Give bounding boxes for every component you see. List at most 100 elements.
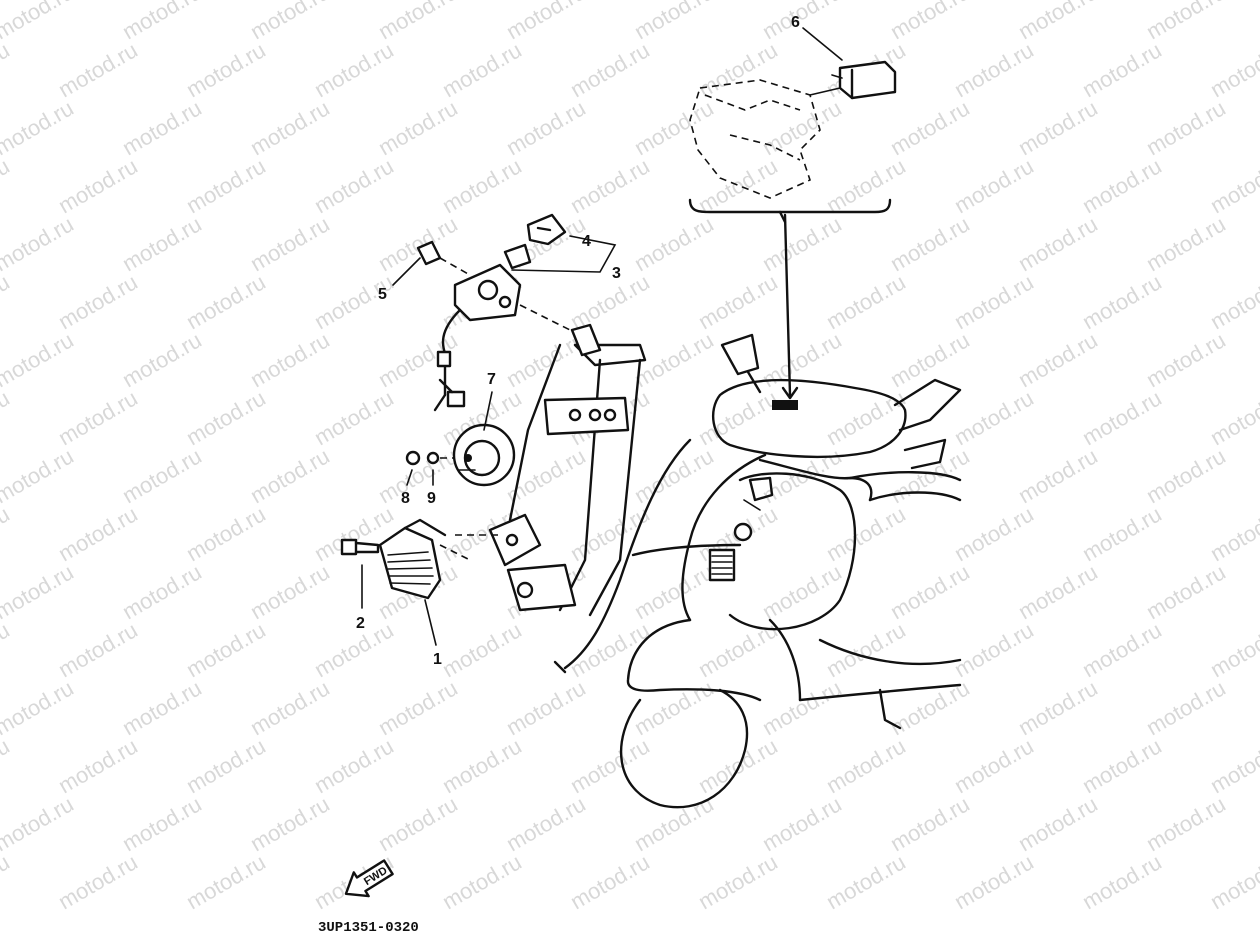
watermark-text: motod.ru [1078,849,1166,914]
watermark-text: motod.ru [118,791,206,856]
watermark-text: motod.ru [886,95,974,160]
watermark-text: motod.ru [182,849,270,914]
watermark-text: motod.ru [182,385,270,450]
watermark-text: motod.ru [694,733,782,798]
watermark-text: motod.ru [886,0,974,44]
watermark-text: motod.ru [566,617,654,682]
leader-1 [424,599,437,646]
watermark-text: motod.ru [758,95,846,160]
watermark-text: motod.ru [1078,501,1166,566]
watermark-text: motod.ru [630,443,718,508]
watermark-text: motod.ru [1014,791,1102,856]
watermark-text: motod.ru [1014,0,1102,44]
watermark-text: motod.ru [502,95,590,160]
watermark-text: motod.ru [566,269,654,334]
watermark-text: motod.ru [310,617,398,682]
leader-5 [392,257,421,286]
watermark-text: motod.ru [950,501,1038,566]
watermark-text: motod.ru [54,501,142,566]
watermark-text: motod.ru [438,849,526,914]
watermark-text: motod.ru [1014,443,1102,508]
watermark-text: motod.ru [54,617,142,682]
watermark-text: motod.ru [0,95,78,160]
watermark-text: motod.ru [1078,37,1166,102]
watermark-text: motod.ru [246,443,334,508]
leader-7 [483,391,493,431]
relay-unit-6 [831,60,897,100]
steering-column [439,323,647,617]
watermark-text: motod.ru [118,95,206,160]
horn-washer-9 [426,451,440,486]
watermark-text: motod.ru [758,327,846,392]
watermark-text: motod.ru [246,0,334,44]
main-switch-3 [433,243,571,412]
watermark-text: motod.ru [54,733,142,798]
watermark-text: motod.ru [758,211,846,276]
watermark-text: motod.ru [950,617,1038,682]
watermark-text: motod.ru [54,849,142,914]
watermark-text: motod.ru [1014,95,1102,160]
callout-6: 6 [791,14,800,31]
watermark-text: motod.ru [1142,211,1230,276]
zoom-bracket [563,438,692,670]
watermark-text: motod.ru [630,675,718,740]
watermark-text: motod.ru [694,849,782,914]
watermark-text: motod.ru [630,0,718,44]
watermark-text: motod.ru [1078,733,1166,798]
watermark-text: motod.ru [0,385,14,450]
watermark-text: motod.ru [54,37,142,102]
watermark-text: motod.ru [758,0,846,44]
horn-7 [452,423,516,487]
watermark-text: motod.ru [950,153,1038,218]
watermark-text: motod.ru [822,153,910,218]
watermark-text: motod.ru [0,327,78,392]
watermark-text: motod.ru [1206,37,1260,102]
watermark-text: motod.ru [182,733,270,798]
scooter-outline [620,333,962,809]
watermark-text: motod.ru [1206,385,1260,450]
watermark-text: motod.ru [630,211,718,276]
forward-arrow-icon: FWD [344,859,394,898]
watermark-text: motod.ru [54,153,142,218]
watermark-text: motod.ru [1206,849,1260,914]
callout-5: 5 [378,286,387,303]
watermark-text: motod.ru [246,211,334,276]
watermark-text: motod.ru [1206,733,1260,798]
watermark-text: motod.ru [246,675,334,740]
watermark-text: motod.ru [1078,385,1166,450]
watermark-text: motod.ru [1014,559,1102,624]
watermark-text: motod.ru [310,153,398,218]
watermark-text: motod.ru [118,0,206,44]
watermark-text: motod.ru [1142,675,1230,740]
watermark-text: motod.ru [118,443,206,508]
watermark-text: motod.ru [950,733,1038,798]
watermark-text: motod.ru [822,269,910,334]
watermark-text: motod.ru [694,153,782,218]
regulator-1 [378,518,447,600]
watermark-text: motod.ru [566,37,654,102]
watermark-text: motod.ru [182,501,270,566]
watermark-text: motod.ru [0,37,14,102]
switch-cap-4 [526,213,567,246]
watermark-text: motod.ru [950,385,1038,450]
detail-leader [783,213,792,397]
watermark-text: motod.ru [1014,675,1102,740]
watermark-text: motod.ru [374,0,462,44]
watermark-text: motod.ru [502,675,590,740]
watermark-text: motod.ru [118,327,206,392]
watermark-text: motod.ru [0,501,14,566]
watermark-text: motod.ru [438,37,526,102]
watermark-text: motod.ru [758,791,846,856]
watermark-text: motod.ru [182,269,270,334]
watermark-text: motod.ru [374,95,462,160]
watermark-text: motod.ru [310,37,398,102]
watermark-text: motod.ru [566,733,654,798]
watermark-text: motod.ru [374,675,462,740]
watermark-text: motod.ru [374,791,462,856]
leader-3-4 [511,235,617,273]
watermark-text: motod.ru [0,153,14,218]
watermark-text: motod.ru [0,0,78,44]
watermark-text: motod.ru [54,385,142,450]
watermark-text: motod.ru [566,849,654,914]
